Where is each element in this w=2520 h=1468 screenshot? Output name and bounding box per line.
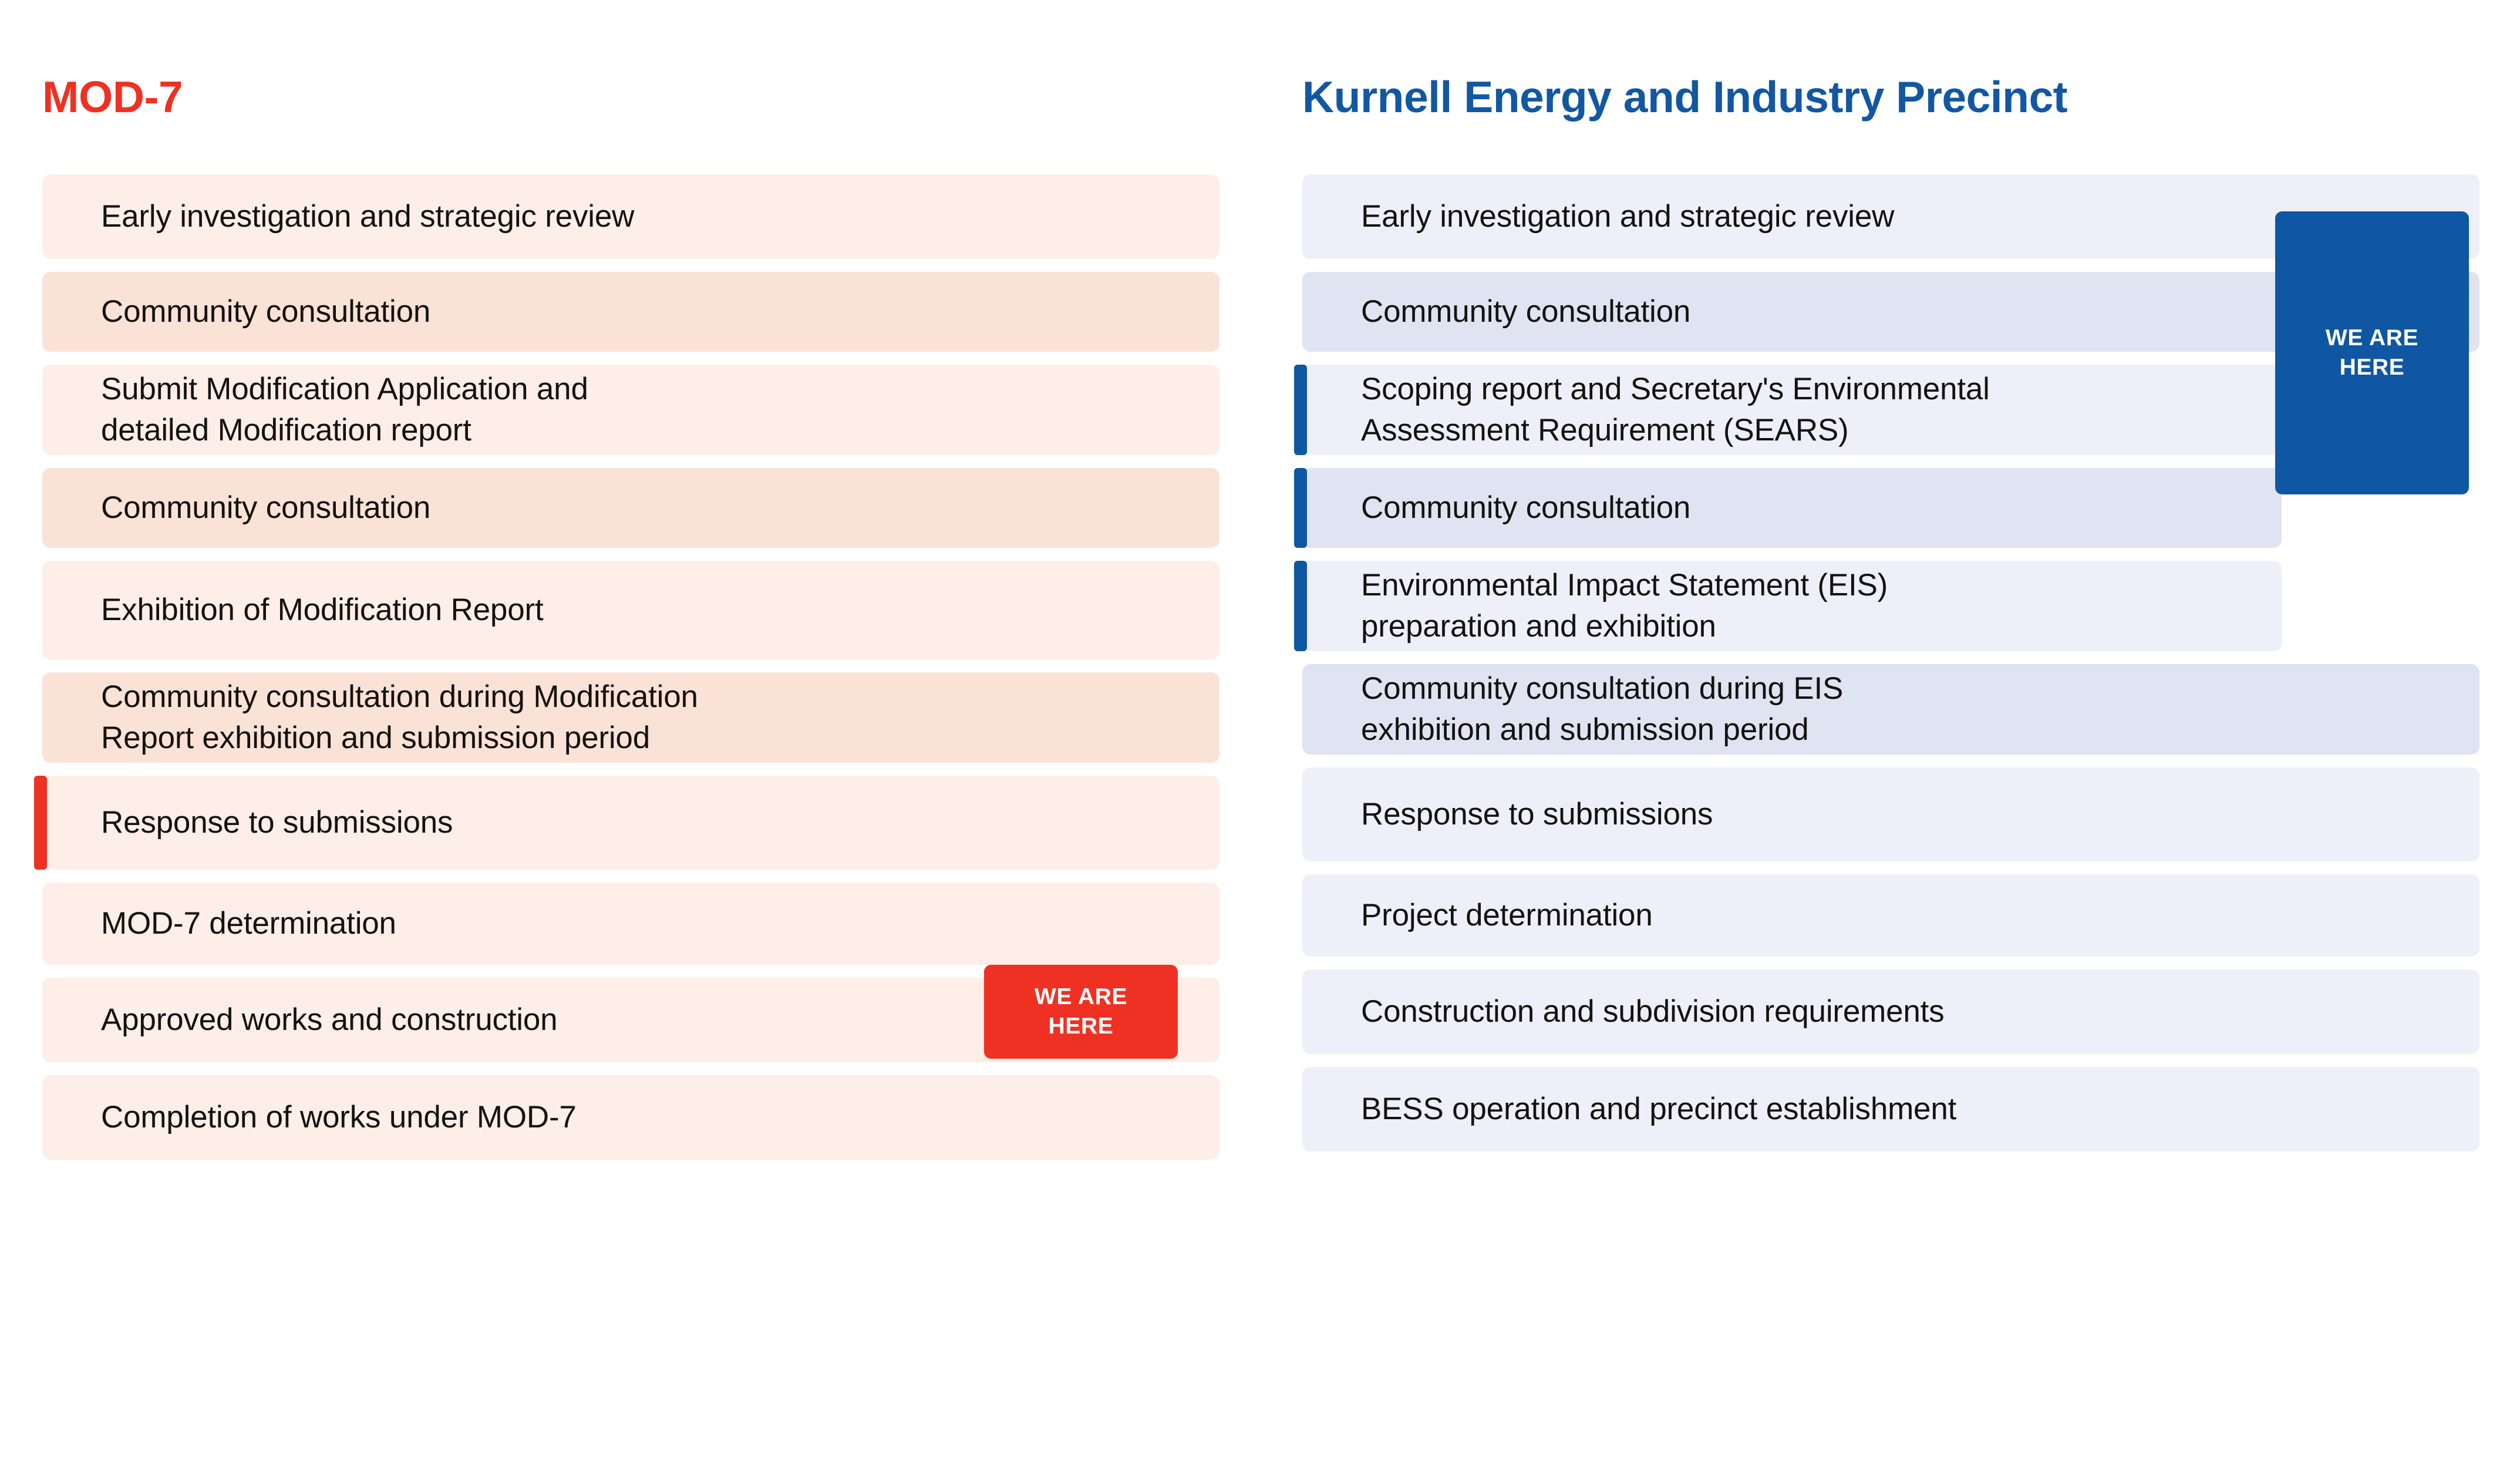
mod7-step-4: Community consultation <box>42 468 1219 548</box>
kurnell-step-label: BESS operation and precinct establishmen… <box>1361 1092 1957 1127</box>
kurnell-step-7: Response to submissions <box>1302 767 2479 861</box>
kurnell-step-4: Community consultation <box>1294 468 2282 548</box>
we-are-here-marker-kurnell: WE ARE HERE <box>2275 211 2469 494</box>
kurnell-step-label: Scoping report and Secretary's Environme… <box>1361 372 1990 447</box>
mod7-step-label: Response to submissions <box>101 805 453 840</box>
mod7-step-label: Community consultation <box>101 490 431 526</box>
kurnell-step-label: Community consultation <box>1361 294 1691 329</box>
column-title-mod7: MOD-7 <box>42 72 183 122</box>
mod7-step-8: MOD-7 determination <box>42 883 1219 965</box>
we-are-here-marker-mod7: WE ARE HERE <box>984 965 1178 1059</box>
mod7-step-3: Submit Modification Application and deta… <box>42 365 1219 455</box>
kurnell-step-5: Environmental Impact Statement (EIS) pre… <box>1294 561 2282 651</box>
mod7-step-label: Approved works and construction <box>101 1002 558 1038</box>
timeline-column-kurnell: Kurnell Energy and Industry Precinct Ear… <box>1260 0 2520 1468</box>
mod7-step-label: Exhibition of Modification Report <box>101 592 544 628</box>
column-title-kurnell: Kurnell Energy and Industry Precinct <box>1302 72 2068 122</box>
kurnell-step-label: Construction and subdivision requirement… <box>1361 994 1945 1029</box>
mod7-step-label: Community consultation <box>101 294 431 329</box>
kurnell-step-label: Community consultation during EIS exhibi… <box>1361 671 1844 747</box>
mod7-step-5: Exhibition of Modification Report <box>42 561 1219 659</box>
mod7-step-label: Submit Modification Application and deta… <box>101 372 588 447</box>
kurnell-step-label: Community consultation <box>1361 490 1691 526</box>
kurnell-step-3: Scoping report and Secretary's Environme… <box>1294 365 2282 455</box>
mod7-step-6: Community consultation during Modificati… <box>42 672 1219 763</box>
timeline-column-mod7: MOD-7 Early investigation and strategic … <box>34 72 1219 1173</box>
mod7-step-label: Completion of works under MOD-7 <box>101 1100 577 1135</box>
mod7-step-10: Completion of works under MOD-7 <box>42 1075 1219 1160</box>
kurnell-step-label: Early investigation and strategic review <box>1361 199 1895 234</box>
mod7-step-1: Early investigation and strategic review <box>42 174 1219 259</box>
kurnell-step-label: Project determination <box>1361 898 1653 933</box>
mod7-step-2: Community consultation <box>42 272 1219 352</box>
kurnell-step-6: Community consultation during EIS exhibi… <box>1302 664 2479 755</box>
kurnell-step-10: BESS operation and precinct establishmen… <box>1302 1067 2479 1151</box>
mod7-step-label: Early investigation and strategic review <box>101 199 635 234</box>
mod7-step-label: Community consultation during Modificati… <box>101 679 698 755</box>
mod7-step-7: Response to submissions <box>34 776 1219 870</box>
kurnell-step-9: Construction and subdivision requirement… <box>1302 969 2479 1054</box>
kurnell-step-label: Response to submissions <box>1361 797 1713 832</box>
mod7-step-label: MOD-7 determination <box>101 906 396 941</box>
kurnell-step-8: Project determination <box>1302 874 2479 957</box>
step-list-mod7: Early investigation and strategic review… <box>34 174 1219 1173</box>
kurnell-step-label: Environmental Impact Statement (EIS) pre… <box>1361 568 1888 644</box>
